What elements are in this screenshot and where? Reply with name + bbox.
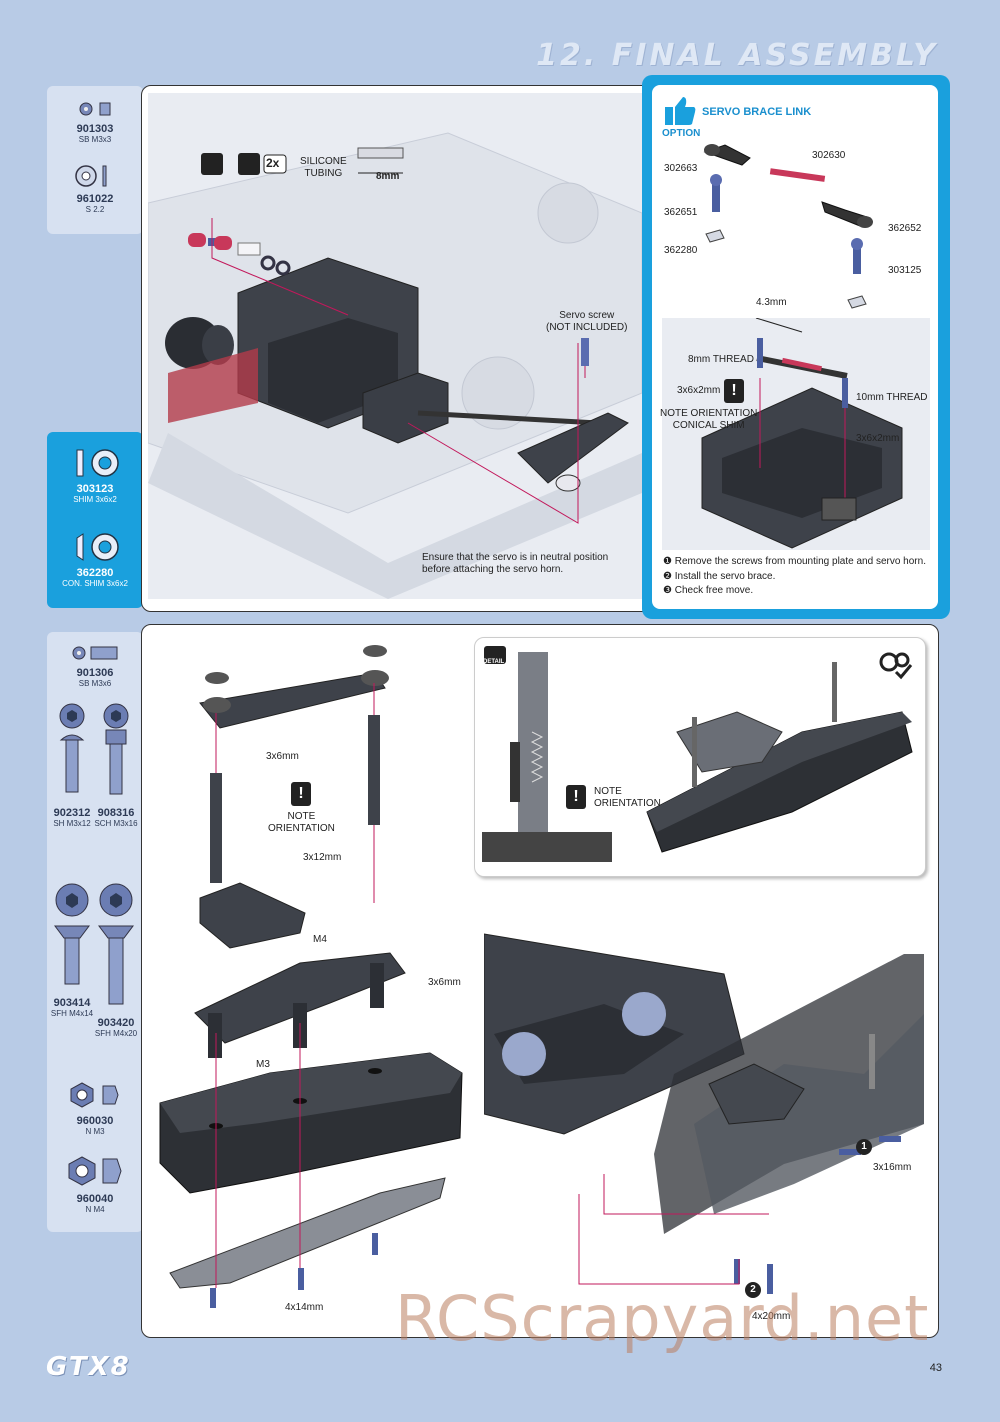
thread-8mm-label: 8mm THREAD [688,354,754,365]
tubing-length-label: 8mm [376,171,400,182]
part-number: 961022 [76,193,114,205]
part-number: 362280 [76,567,114,579]
part-item: 362280 CON. SHIM 3x6x2 [50,532,140,588]
brand-logo: GTX8 [46,1352,131,1382]
part-name: SFH M4x20 [94,1029,138,1038]
part-item: 901303 SB M3x3 [50,100,140,144]
part-name: SHIM 3x6x2 [73,495,117,504]
screw-3x12-label: 3x12mm [303,852,342,863]
part-item: 960040 N M4 [50,1154,140,1214]
servo-mount-illustration [148,93,642,599]
option-steps: ❶ Remove the screws from mounting plate … [663,556,926,600]
part-303125: 303125 [888,265,922,276]
shim-icon [76,449,119,477]
screw-icon [79,102,111,116]
servo-screw-label: Servo screw (NOT INCLUDED) [546,310,628,333]
parts-list-mid: 303123 SHIM 3x6x2 362280 CON. SHIM 3x6x2 [47,432,143,608]
step-marker-1: 1 [856,1139,872,1155]
part-number: 901303 [76,123,114,135]
part-name: SB M3x6 [78,679,112,688]
screw-3x16-label: 3x16mm [873,1162,912,1173]
page-title: 12. FINAL ASSEMBLY [536,38,938,73]
part-item: 903414 SFH M4x14 [27,882,117,1018]
option-step-2: ❷ Install the servo brace. [663,570,776,582]
part-name: CON. SHIM 3x6x2 [62,579,128,588]
shim-icon [75,165,107,187]
part-name: S 2.2 [85,205,105,214]
part-item: 902312 SH M3x12 [27,702,117,828]
warning-icon: ! [566,785,586,809]
silicone-tubing-label: SILICONE TUBING [300,156,347,179]
part-number: 960040 [76,1193,114,1205]
part-number: 903420 [97,1017,135,1029]
part-name: SB M3x3 [78,135,112,144]
part-item: 961022 S 2.2 [50,164,140,214]
warning-icon: ! [724,379,744,403]
option-step-1: ❶ Remove the screws from mounting plate … [663,556,926,567]
nut-icon [70,1082,119,1108]
part-number: 303123 [76,483,114,495]
screw-4x14-label: 4x14mm [285,1302,324,1313]
servo-brace-install-illustration [662,318,930,550]
screw-icon [103,703,129,795]
part-name: SCH M3x16 [94,819,138,828]
thread-10mm-label: 10mm THREAD [856,392,928,403]
detail-note-orientation: NOTE ORIENTATION [594,786,661,809]
note-orientation-label: NOTE ORIENTATION [268,811,335,834]
part-name: N M3 [85,1127,105,1136]
shim-3x6x2-label-a: 3x6x2mm [677,385,721,396]
part-number: 908316 [97,807,135,819]
parts-list-bottom: 901306 SB M3x6 902312 SH M3x12 908316 SC… [47,632,143,1232]
shim-3x6x2-label-b: 3x6x2mm [856,433,900,444]
option-step-3: ❸ Check free move. [663,585,754,596]
multiplier-label: 2x [266,156,280,170]
gear-check-icon [879,652,913,680]
parts-list-top: 901303 SB M3x3 961022 S 2.2 [47,86,143,234]
part-item: 908316 SCH M3x16 [71,702,161,828]
nut-icon [68,1156,122,1186]
part-302630: 302630 [812,150,846,161]
detail-label: DETAIL [483,659,505,665]
brace-length-label: 4.3mm [756,297,787,308]
part-number: 903414 [53,997,91,1009]
part-item: 960030 N M3 [50,1080,140,1136]
part-302663: 302663 [664,163,698,174]
warning-icon: ! [291,782,311,806]
part-name: SFH M4x14 [50,1009,94,1018]
watermark: RCScrapyard.net [395,1282,930,1355]
step-marker-2: 2 [745,1282,761,1298]
thumbs-up-icon [665,97,696,125]
page-number: 43 [929,1362,942,1374]
part-number: 901306 [76,667,114,679]
part-362651: 362651 [664,207,698,218]
option-title: SERVO BRACE LINK [702,106,812,118]
part-item: 303123 SHIM 3x6x2 [50,448,140,504]
option-badge: OPTION [662,128,701,139]
screw-icon [54,883,90,985]
screw-4x20-label: 4x20mm [752,1311,791,1322]
screw-icon [72,646,118,660]
part-number: 902312 [53,807,91,819]
nut-m3-label: M3 [256,1059,270,1070]
part-item: 901306 SB M3x6 [50,644,140,688]
conical-shim-icon [76,533,119,561]
part-name: N M4 [85,1205,105,1214]
bumper-exploded-illustration [159,645,463,1308]
detail-illustration [482,646,913,862]
screw-icon [59,703,85,793]
part-item: 903420 SFH M4x20 [71,882,161,1038]
servo-neutral-note: Ensure that the servo is in neutral posi… [422,552,609,575]
part-362280: 362280 [664,245,698,256]
part-name: SH M3x12 [53,819,91,828]
bumper-installation-illustration [484,933,924,1294]
conical-shim-note: NOTE ORIENTATION CONICAL SHIM [660,408,758,431]
part-362652: 362652 [888,223,922,234]
part-number: 960030 [76,1115,114,1127]
servo-brace-parts-illustration [703,144,873,309]
nut-m4-label: M4 [313,934,327,945]
screw-3x6-label-b: 3x6mm [428,977,461,988]
screw-icon [98,883,134,1005]
screw-3x6-label-a: 3x6mm [266,751,299,762]
